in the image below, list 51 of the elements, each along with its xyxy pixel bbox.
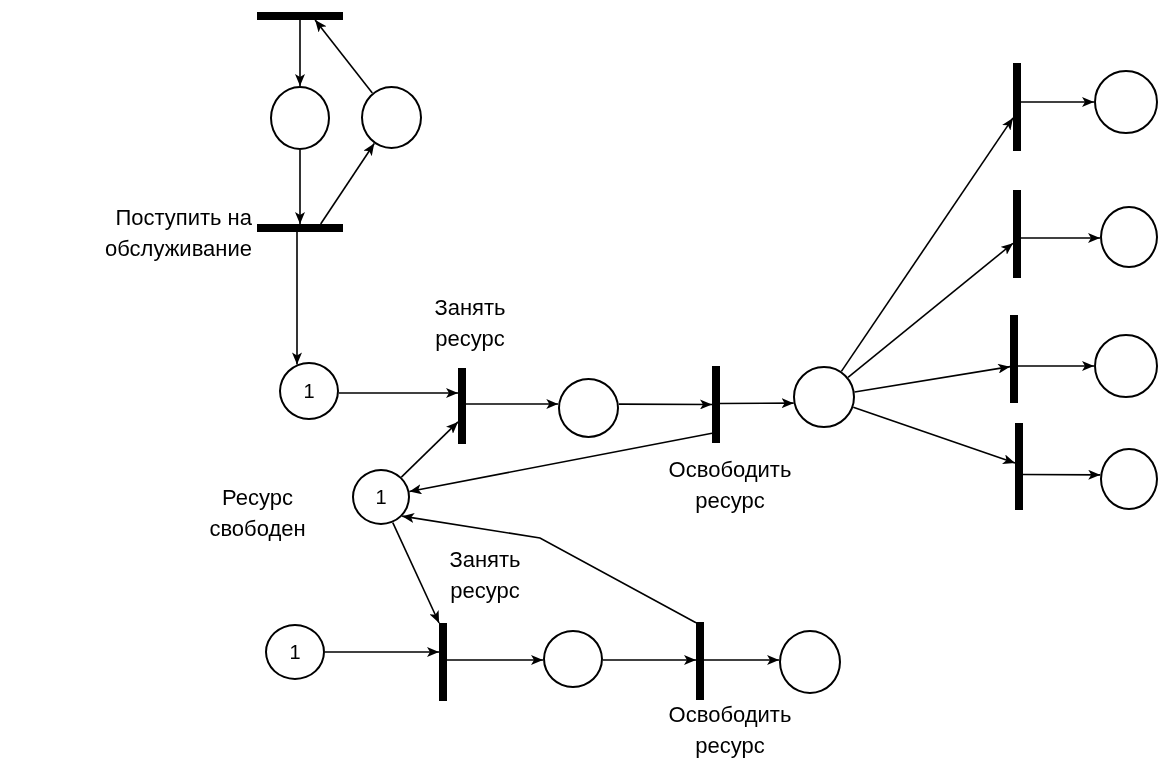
arrow: [602, 655, 697, 665]
transition-bar: [1010, 315, 1018, 403]
arrow: [392, 521, 440, 624]
transition-bar: [257, 12, 343, 20]
transition-bar: [1013, 190, 1021, 278]
arrow: [1017, 361, 1095, 371]
arrow: [446, 655, 544, 665]
arrow: [401, 513, 697, 624]
arrow: [338, 388, 459, 398]
transition-bar: [712, 366, 720, 443]
arrow: [853, 363, 1011, 393]
place-circle: [270, 86, 330, 150]
transition-bar: [1015, 423, 1023, 510]
place-circle: [1094, 334, 1158, 398]
token-count: 1: [375, 487, 387, 507]
arrow: [852, 406, 1016, 464]
place-circle: [558, 378, 619, 438]
arrow: [703, 655, 780, 665]
arrow: [719, 398, 795, 409]
arrow: [319, 142, 376, 225]
transition-label: Ресурс свободен: [208, 484, 307, 543]
transition-bar: [696, 622, 704, 700]
transition-bar: [257, 224, 343, 232]
arrow: [314, 19, 374, 94]
place-circle: [352, 469, 410, 525]
arrow: [1020, 97, 1095, 107]
arrow: [1020, 233, 1101, 243]
transition-label: Занять ресурс: [433, 294, 507, 353]
transition-label: Поступить на обслуживание: [103, 204, 252, 263]
transition-bar: [439, 623, 447, 701]
token-count: 1: [289, 642, 301, 662]
place-circle: [793, 366, 855, 428]
arrow: [295, 19, 305, 87]
transition-bar: [1013, 63, 1021, 151]
transition-label: Занять ресурс: [448, 546, 522, 605]
arrow: [617, 399, 713, 410]
arrow: [324, 647, 440, 657]
arrow: [400, 421, 459, 478]
arrow: [840, 117, 1014, 373]
arrow: [465, 399, 560, 409]
transition-bar: [458, 368, 466, 444]
arrow: [295, 149, 305, 225]
place-circle: [265, 624, 325, 680]
place-circle: [1094, 70, 1158, 134]
transition-label: Освободить ресурс: [667, 701, 793, 760]
arrow: [292, 231, 302, 366]
token-count: 1: [303, 381, 315, 401]
arrow: [1022, 469, 1102, 480]
arrow: [408, 432, 713, 495]
transition-label: Освободить ресурс: [667, 456, 793, 515]
arrow: [847, 242, 1014, 379]
